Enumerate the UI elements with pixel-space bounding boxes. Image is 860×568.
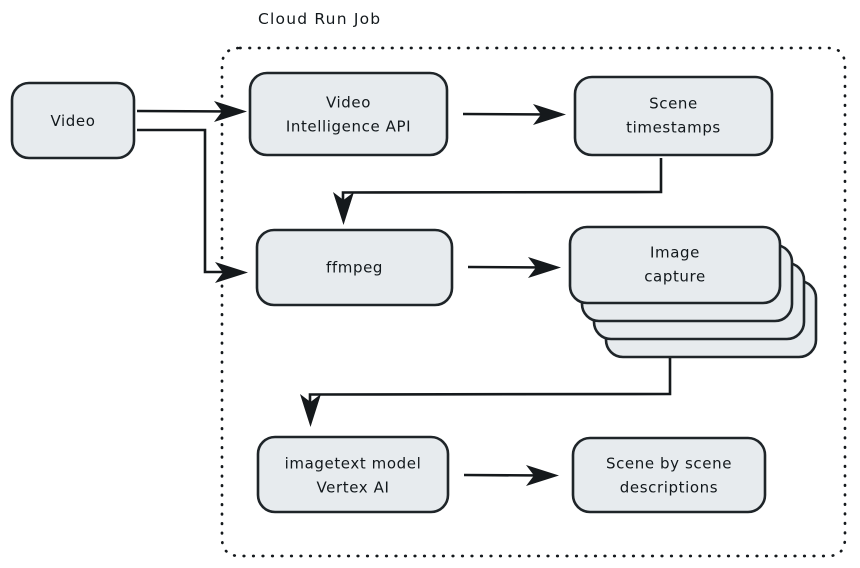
scene-timestamps-node-shape (573, 75, 774, 157)
video-intelligence-api-node-shape (248, 71, 449, 157)
video-intelligence-api-line-2: Intelligence API (286, 118, 411, 136)
scene-timestamps-node[interactable]: Scene timestamps (573, 75, 774, 157)
ffmpeg-node-label: ffmpeg (326, 259, 383, 277)
ffmpeg-node-shape (255, 228, 454, 307)
edge-imagetext-model-to-scene-descriptions (463, 465, 559, 486)
edge-image-capture-to-imagetext-model (300, 358, 672, 427)
video-intelligence-api-line-1: Video (326, 94, 371, 112)
imagetext-model-node[interactable]: imagetext model Vertex AI (256, 435, 450, 514)
video-node-label: Video (50, 112, 95, 130)
image-capture-line-1: Image (650, 244, 700, 262)
ffmpeg-node[interactable]: ffmpeg (255, 228, 454, 307)
image-capture-line-2: capture (644, 268, 706, 286)
edge-video-to-video-intelligence-api (136, 101, 247, 122)
scene-descriptions-node[interactable]: Scene by scene descriptions (571, 436, 767, 514)
imagetext-model-node-shape (256, 435, 450, 514)
scene-descriptions-line-1: Scene by scene (606, 455, 732, 473)
imagetext-model-line-1: imagetext model (285, 455, 422, 473)
image-capture-node[interactable]: Image capture (568, 225, 818, 359)
cloud-run-job-group-border (220, 46, 847, 558)
video-intelligence-api-node[interactable]: Video Intelligence API (248, 71, 449, 157)
edge-ffmpeg-to-image-capture (467, 257, 561, 278)
imagetext-model-line-2: Vertex AI (316, 479, 389, 497)
scene-descriptions-line-2: descriptions (620, 479, 718, 497)
video-node[interactable]: Video (10, 81, 136, 160)
cloud-run-job-label: Cloud Run Job (258, 10, 381, 28)
edge-video-intelligence-api-to-scene-timestamps (462, 104, 566, 125)
scene-descriptions-node-shape (571, 436, 767, 514)
edge-scene-timestamps-to-ffmpeg (333, 158, 663, 225)
image-capture-stack-layer-1 (568, 225, 782, 305)
scene-timestamps-line-2: timestamps (626, 119, 721, 137)
video-node-shape (10, 81, 136, 160)
edge-video-to-ffmpeg (137, 128, 248, 283)
scene-timestamps-line-1: Scene (649, 95, 698, 113)
